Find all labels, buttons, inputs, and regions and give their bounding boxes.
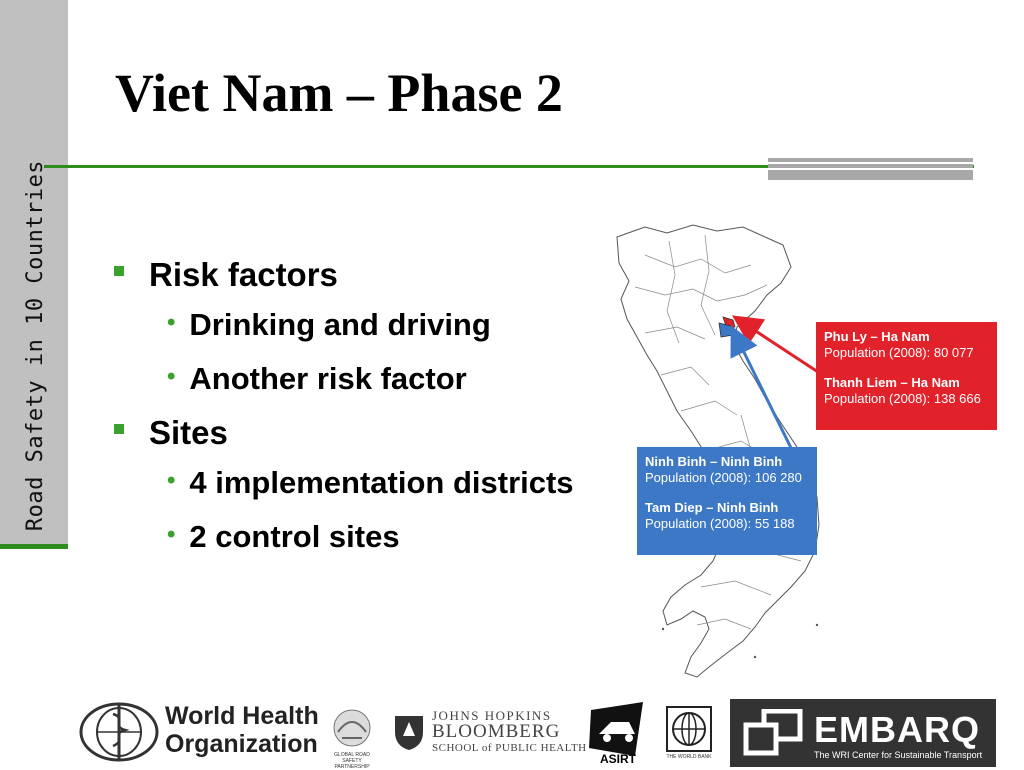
bullet-square-icon [114,266,124,276]
partner-logos: World Health Organization GLOBAL ROAD SA… [0,692,1024,770]
bullet-sites: Sites [112,410,672,456]
sub-bullet-text: 2 control sites [189,519,400,554]
sub-bullet: • Drinking and driving [112,298,672,352]
callout-site-population: Population (2008): 80 077 [824,345,974,360]
callout-site-population: Population (2008): 106 280 [645,470,802,485]
grsp-logo-icon [333,709,371,747]
sidebar-label: Road Safety in 10 Countries [18,150,54,540]
bullet-dot-icon: • [167,309,176,336]
callout-site-name: Ninh Binh – Ninh Binh [645,454,783,469]
asirt-logo-icon [589,702,643,756]
title-deco-stripes [768,158,973,180]
callout-site-name: Phu Ly – Ha Nam [824,329,930,344]
bullet-text: Risk factors [149,256,338,293]
callout-site-name: Thanh Liem – Ha Nam [824,375,960,390]
who-emblem-icon [79,702,159,762]
sidebar-label-text: Road Safety in 10 Countries [23,159,49,531]
who-logo-text: World Health Organization [165,702,319,758]
slide-title: Viet Nam – Phase 2 [115,63,563,123]
callout-site-name: Tam Diep – Ninh Binh [645,500,779,515]
world-bank-icon [666,706,712,752]
sub-bullet: • 4 implementation districts [112,456,672,510]
sub-bullet-text: 4 implementation districts [189,465,574,500]
who-line: Organization [165,730,318,758]
sub-bullet: • Another risk factor [112,352,672,406]
who-line: World Health [165,702,319,730]
jhu-line: BLOOMBERG [432,721,561,742]
sidebar-green-accent [0,544,68,549]
bullet-list: Risk factors • Drinking and driving • Anot… [112,248,672,564]
sub-bullet-text: Drinking and driving [189,307,491,342]
title-underline [44,165,974,168]
embarq-mark-icon [743,709,803,756]
world-bank-text: THE WORLD BANK [666,754,712,760]
bullet-dot-icon: • [167,363,176,390]
sidebar-band [0,0,68,548]
grsp-logo-text: GLOBAL ROAD SAFETY PARTNERSHIP [334,752,370,770]
jhu-shield-icon [395,716,423,750]
embarq-logo: EMBARQ The WRI Center for Sustainable Tr… [730,699,996,767]
bullet-square-icon [114,424,124,434]
embarq-tagline: The WRI Center for Sustainable Transport [814,750,983,760]
bullet-text: Sites [149,414,228,451]
callout-site-population: Population (2008): 55 188 [645,516,795,531]
callout-red: Phu Ly – Ha Nam Population (2008): 80 07… [816,322,997,430]
embarq-wordmark: EMBARQ [814,709,980,750]
callout-site-population: Population (2008): 138 666 [824,391,981,406]
callout-blue: Ninh Binh – Ninh Binh Population (2008):… [637,447,817,555]
bullet-dot-icon: • [167,521,176,548]
asirt-logo-text: ASIRT [600,752,636,766]
jhu-line: JOHNS HOPKINS [432,708,552,723]
jhu-logo-text: JOHNS HOPKINS BLOOMBERG SCHOOL of PUBLIC… [432,708,587,756]
bullet-dot-icon: • [167,467,176,494]
jhu-line: SCHOOL of PUBLIC HEALTH [432,742,587,754]
sub-bullet-text: Another risk factor [189,361,467,396]
bullet-risk-factors: Risk factors [112,252,672,298]
sub-bullet: • 2 control sites [112,510,672,564]
